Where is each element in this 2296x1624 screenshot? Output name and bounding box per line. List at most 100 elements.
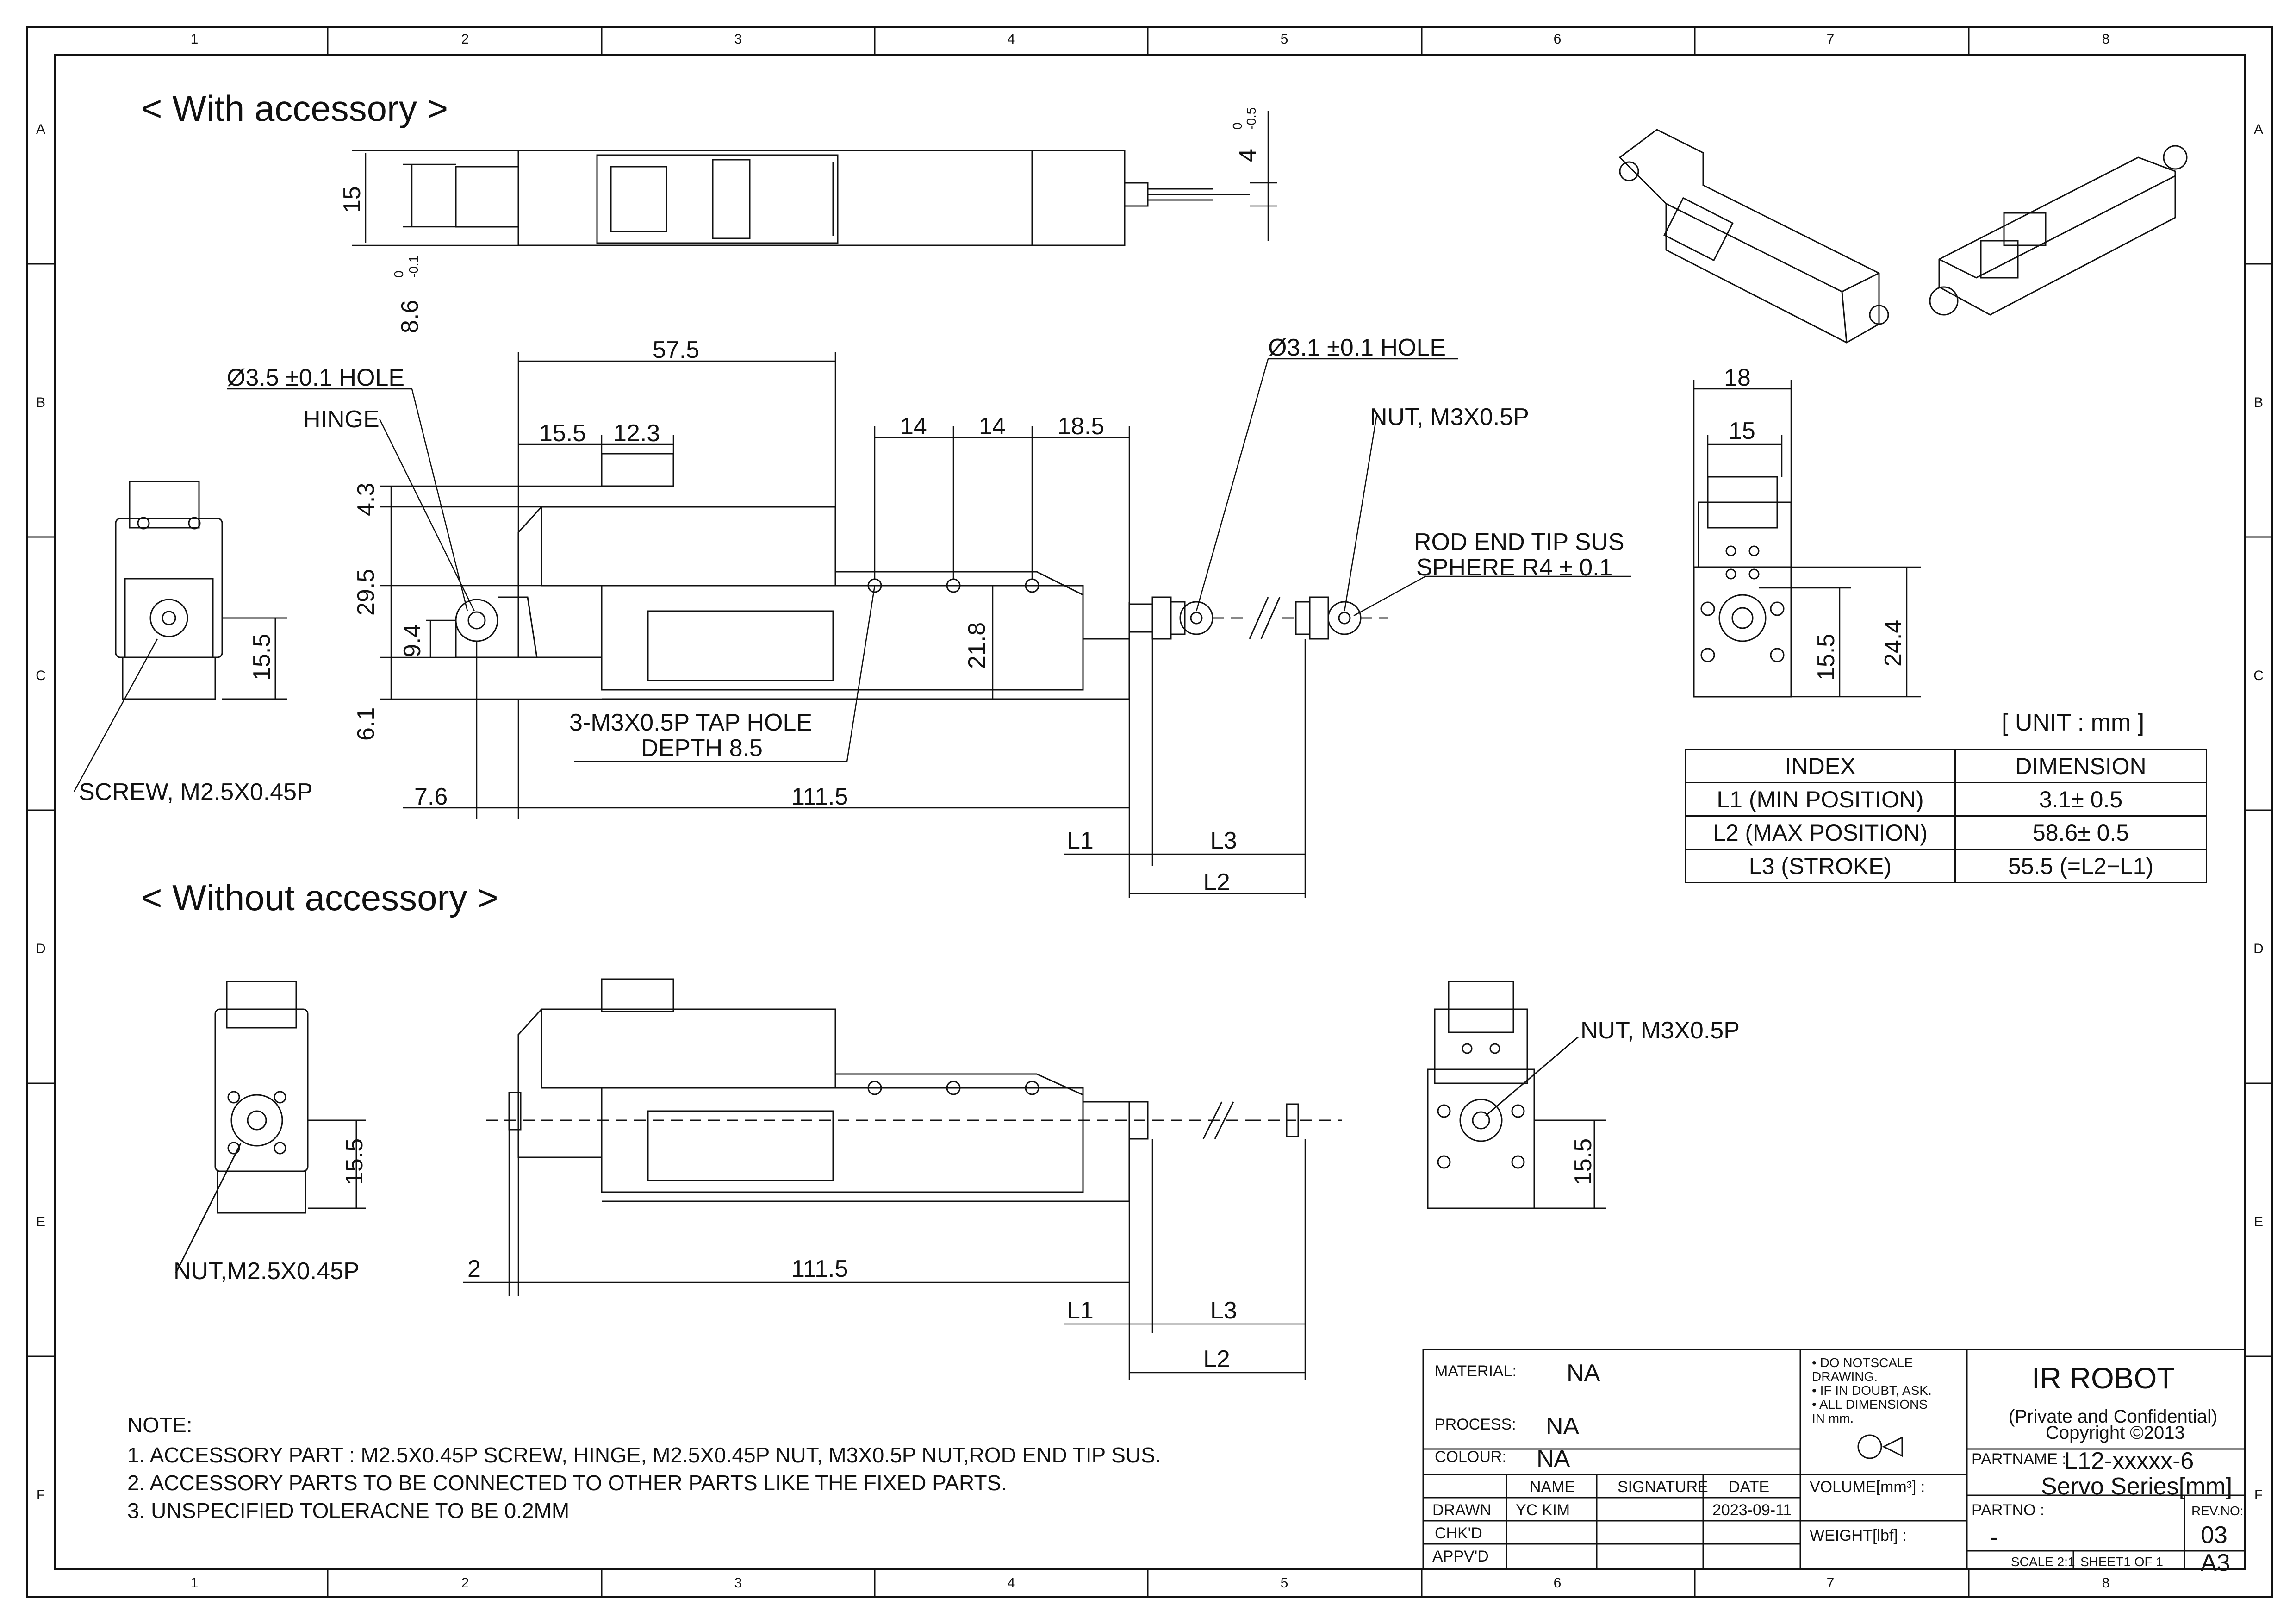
note-line-3: 3. UNSPECIFIED TOLERACNE TO BE 0.2MM: [127, 1499, 570, 1523]
dim-top-height-15: 15: [339, 186, 366, 213]
table-cell-index: L2 (MAX POSITION): [1685, 815, 1956, 850]
partname-value: L12-xxxxx-6: [2064, 1448, 2194, 1474]
callout-hinge: HINGE: [303, 406, 380, 433]
callout-hole-31: Ø3.1 ±0.1 HOLE: [1268, 334, 1446, 361]
table-header-dimension: DIMENSION: [1954, 749, 2207, 783]
zone-col-5-bottom: 5: [1280, 1575, 1288, 1591]
zone-col-7-top: 7: [1826, 31, 1835, 47]
dim-l3-a: L3: [1210, 827, 1237, 854]
table-row: L2 (MAX POSITION) 58.6± 0.5: [1685, 815, 2207, 850]
dim-57-5: 57.5: [653, 337, 700, 363]
drawn-date: 2023-09-11: [1712, 1501, 1792, 1519]
notes-title: NOTE:: [127, 1413, 193, 1437]
revno-value: 03: [2201, 1522, 2228, 1549]
callout-hole-35: Ø3.5 ±0.1 HOLE: [227, 364, 405, 391]
scale-note-5: IN mm.: [1812, 1411, 1854, 1425]
dim-l2-a: L2: [1203, 869, 1230, 896]
volume-label: VOLUME[mm³] :: [1810, 1478, 1925, 1496]
dim-18-5: 18.5: [1058, 413, 1105, 440]
table-header-row: INDEX DIMENSION: [1685, 749, 2207, 783]
callout-screw: SCREW, M2.5X0.45P: [79, 779, 313, 806]
dim-21-8: 21.8: [964, 622, 990, 669]
callout-nut-m3-bottom: NUT, M3X0.5P: [1580, 1017, 1740, 1044]
colour-value: NA: [1537, 1445, 1570, 1472]
zone-col-6-bottom: 6: [1553, 1575, 1562, 1591]
zone-col-6-top: 6: [1553, 31, 1562, 47]
copyright: Copyright ©2013: [2046, 1423, 2185, 1443]
title-block-grid: [1422, 1349, 2245, 1569]
dim-rod-dia-tol-upper: 0: [1230, 122, 1244, 130]
zone-row-b-right: B: [2253, 395, 2263, 410]
zone-row-a-left: A: [36, 122, 45, 137]
zone-col-1-bottom: 1: [190, 1575, 199, 1591]
zone-row-f-left: F: [36, 1487, 45, 1503]
dim-18: 18: [1724, 364, 1751, 391]
scale-note-4: • ALL DIMENSIONS: [1812, 1397, 1928, 1412]
zone-col-1-top: 1: [190, 31, 199, 47]
dim-9-4: 9.4: [399, 624, 426, 657]
callout-tap-hole-line-2: DEPTH 8.5: [641, 735, 763, 762]
iso-view-1: [1618, 129, 1889, 344]
appvd-label: APPV'D: [1432, 1548, 1489, 1565]
col-signature: SIGNATURE: [1618, 1478, 1708, 1496]
end-view-right: [1693, 476, 1792, 698]
dim-6-1: 6.1: [353, 707, 380, 741]
dim-top-thick-tol-lower: -0.1: [406, 255, 421, 278]
end-view-left-b: [175, 981, 366, 1274]
callout-rod-end-line-2: SPHERE R4 ± 0.1: [1416, 554, 1613, 581]
zone-row-d-left: D: [36, 941, 46, 956]
section-title-without-accessory: < Without accessory >: [141, 877, 498, 918]
dim-end-24-4: 24.4: [1880, 619, 1907, 667]
company-name: IR ROBOT: [2032, 1362, 2175, 1395]
table-cell-index: L3 (STROKE): [1685, 849, 1956, 883]
note-line-2: 2. ACCESSORY PARTS TO BE CONNECTED TO OT…: [127, 1471, 1008, 1495]
zone-row-e-left: E: [36, 1214, 45, 1230]
revno-label: REV.NO:: [2191, 1504, 2244, 1518]
process-value: NA: [1546, 1413, 1580, 1440]
table-row: L3 (STROKE) 55.5 (=L2−L1): [1685, 849, 2207, 883]
table-row: L1 (MIN POSITION) 3.1± 0.5: [1685, 782, 2207, 817]
partno-label: PARTNO :: [1972, 1501, 2045, 1519]
dim-15-5-top: 15.5: [539, 420, 586, 447]
zone-col-2-top: 2: [461, 31, 469, 47]
col-date: DATE: [1729, 1478, 1770, 1496]
table-cell-dimension: 3.1± 0.5: [1954, 782, 2207, 817]
zone-col-4-top: 4: [1007, 31, 1015, 47]
dim-14-b: 14: [979, 413, 1006, 440]
side-view-with-accessory: [455, 453, 1388, 700]
top-view: [455, 150, 1250, 246]
zone-col-2-bottom: 2: [461, 1575, 469, 1591]
leader-lines: [73, 358, 1631, 792]
confidential: (Private and Confidential): [2009, 1406, 2218, 1427]
zone-row-a-right: A: [2253, 122, 2263, 137]
process-label: PROCESS:: [1435, 1416, 1516, 1433]
note-line-1: 1. ACCESSORY PART : M2.5X0.45P SCREW, HI…: [127, 1443, 1161, 1467]
unit-label: [ UNIT : mm ]: [2002, 709, 2145, 736]
dim-2: 2: [467, 1255, 481, 1282]
series-value: Servo Series[mm]: [2041, 1473, 2233, 1500]
zone-row-c-left: C: [36, 668, 46, 683]
dim-end-15-5: 15.5: [1813, 633, 1840, 681]
inner-frame: [54, 54, 2246, 1570]
table-cell-index: L1 (MIN POSITION): [1685, 782, 1956, 817]
side-view-dims: [380, 352, 1306, 898]
table-header-index: INDEX: [1685, 749, 1956, 783]
dim-l1-a: L1: [1067, 827, 1094, 854]
dim-111-5-a: 111.5: [791, 783, 848, 810]
weight-label: WEIGHT[lbf] :: [1810, 1527, 1907, 1544]
dim-top-thick-tol-upper: 0: [392, 270, 406, 278]
dim-side-15-5-b: 15.5: [341, 1138, 368, 1185]
zone-col-7-bottom: 7: [1826, 1575, 1835, 1591]
zone-col-8-top: 8: [2102, 31, 2110, 47]
callout-tap-hole-line-1: 3-M3X0.5P TAP HOLE: [569, 709, 813, 736]
dim-29-5: 29.5: [353, 568, 380, 616]
dim-7-6: 7.6: [414, 783, 448, 810]
end-view-right-b: [1427, 981, 1606, 1209]
section-title-with-accessory: < With accessory >: [141, 88, 448, 129]
scale-value: SCALE 2:1: [2011, 1555, 2075, 1569]
outer-frame: [26, 26, 2273, 1598]
iso-view-2: [1929, 145, 2188, 316]
partno-value: -: [1990, 1524, 1998, 1551]
zone-row-e-right: E: [2253, 1214, 2263, 1230]
